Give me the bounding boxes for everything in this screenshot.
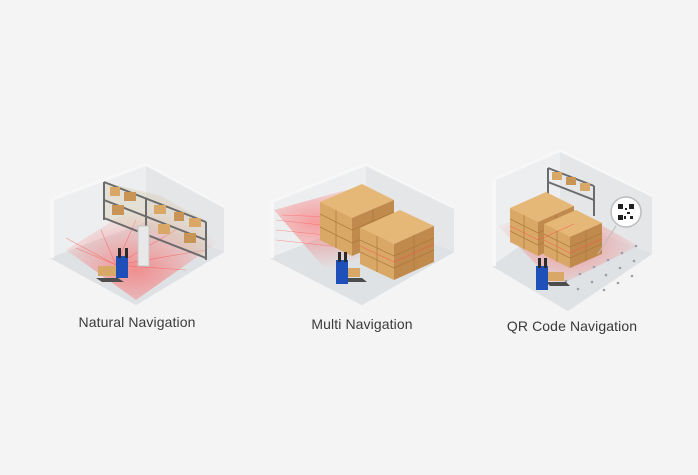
natural-navigation-scene — [50, 162, 224, 305]
panel-label-natural: Natural Navigation — [78, 314, 196, 330]
pallet-stack-icon — [319, 184, 435, 280]
multi-navigation-scene — [270, 162, 454, 305]
forklift-robot-icon — [96, 248, 128, 282]
shelf-rack-icon — [103, 181, 207, 260]
forklift-robot-icon — [336, 252, 367, 284]
panel-label-multi: Multi Navigation — [311, 316, 413, 332]
floor-marker-dot-icon — [564, 244, 638, 292]
qr-code-navigation-scene — [492, 148, 652, 311]
forklift-robot-icon — [536, 258, 570, 290]
panel-label-qr-code: QR Code Navigation — [506, 318, 638, 334]
qr-code-icon — [597, 196, 642, 255]
pallet-stack-icon — [509, 192, 603, 268]
